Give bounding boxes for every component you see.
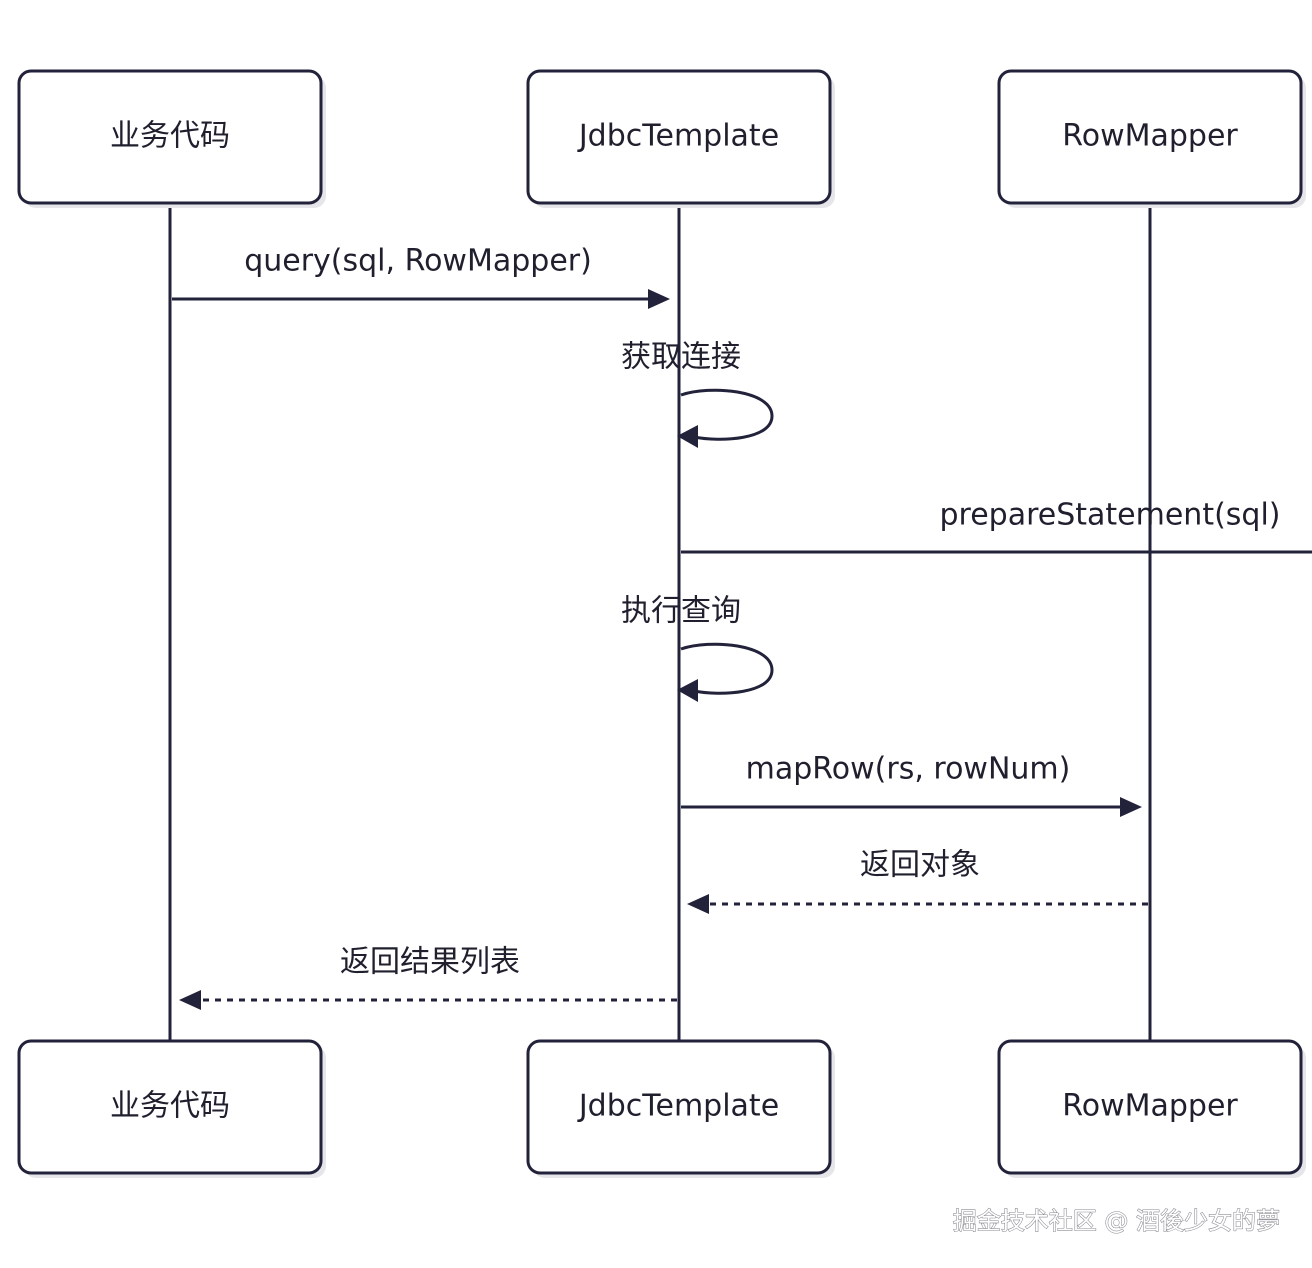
participant-jdbc-bottom-label: JdbcTemplate <box>577 1089 779 1124</box>
participant-business-bottom-label: 业务代码 <box>110 1089 230 1124</box>
arrowhead-icon <box>687 894 709 914</box>
participant-mapper-bottom-label: RowMapper <box>1062 1089 1238 1124</box>
participant-jdbc-label: JdbcTemplate <box>577 119 779 154</box>
participant-mapper-label: RowMapper <box>1062 119 1238 154</box>
participant-business-bottom: 业务代码 <box>17 1039 326 1178</box>
message-get-connection: 获取连接 <box>621 340 774 448</box>
participant-jdbc-top: JdbcTemplate <box>526 69 835 208</box>
message-return-object: 返回对象 <box>687 848 1148 914</box>
participant-jdbc-bottom: JdbcTemplate <box>526 1039 835 1178</box>
participant-mapper-bottom: RowMapper <box>997 1039 1306 1178</box>
watermark-text: 掘金技术社区 @ 酒後少女的夢 <box>953 1207 1280 1235</box>
arrowhead-icon <box>648 289 670 309</box>
message-map-row-label: mapRow(rs, rowNum) <box>746 752 1071 787</box>
message-execute-query: 执行查询 <box>621 594 774 702</box>
message-query-label: query(sql, RowMapper) <box>244 244 592 279</box>
message-return-list: 返回结果列表 <box>179 945 677 1010</box>
message-prepare-statement-label: prepareStatement(sql) <box>939 498 1280 533</box>
participant-mapper-top: RowMapper <box>997 69 1306 208</box>
message-get-connection-label: 获取连接 <box>621 340 741 375</box>
message-map-row: mapRow(rs, rowNum) <box>681 752 1142 817</box>
message-prepare-statement: prepareStatement(sql) <box>681 498 1312 554</box>
message-execute-query-label: 执行查询 <box>621 594 741 629</box>
message-return-object-label: 返回对象 <box>860 848 980 883</box>
participant-business-label: 业务代码 <box>110 119 230 154</box>
arrowhead-icon <box>179 990 201 1010</box>
arrowhead-icon <box>1120 797 1142 817</box>
message-query: query(sql, RowMapper) <box>172 244 670 309</box>
arrowhead-icon <box>677 425 698 448</box>
arrowhead-icon <box>677 679 698 702</box>
message-return-list-label: 返回结果列表 <box>340 945 520 980</box>
participant-business-top: 业务代码 <box>17 69 326 208</box>
